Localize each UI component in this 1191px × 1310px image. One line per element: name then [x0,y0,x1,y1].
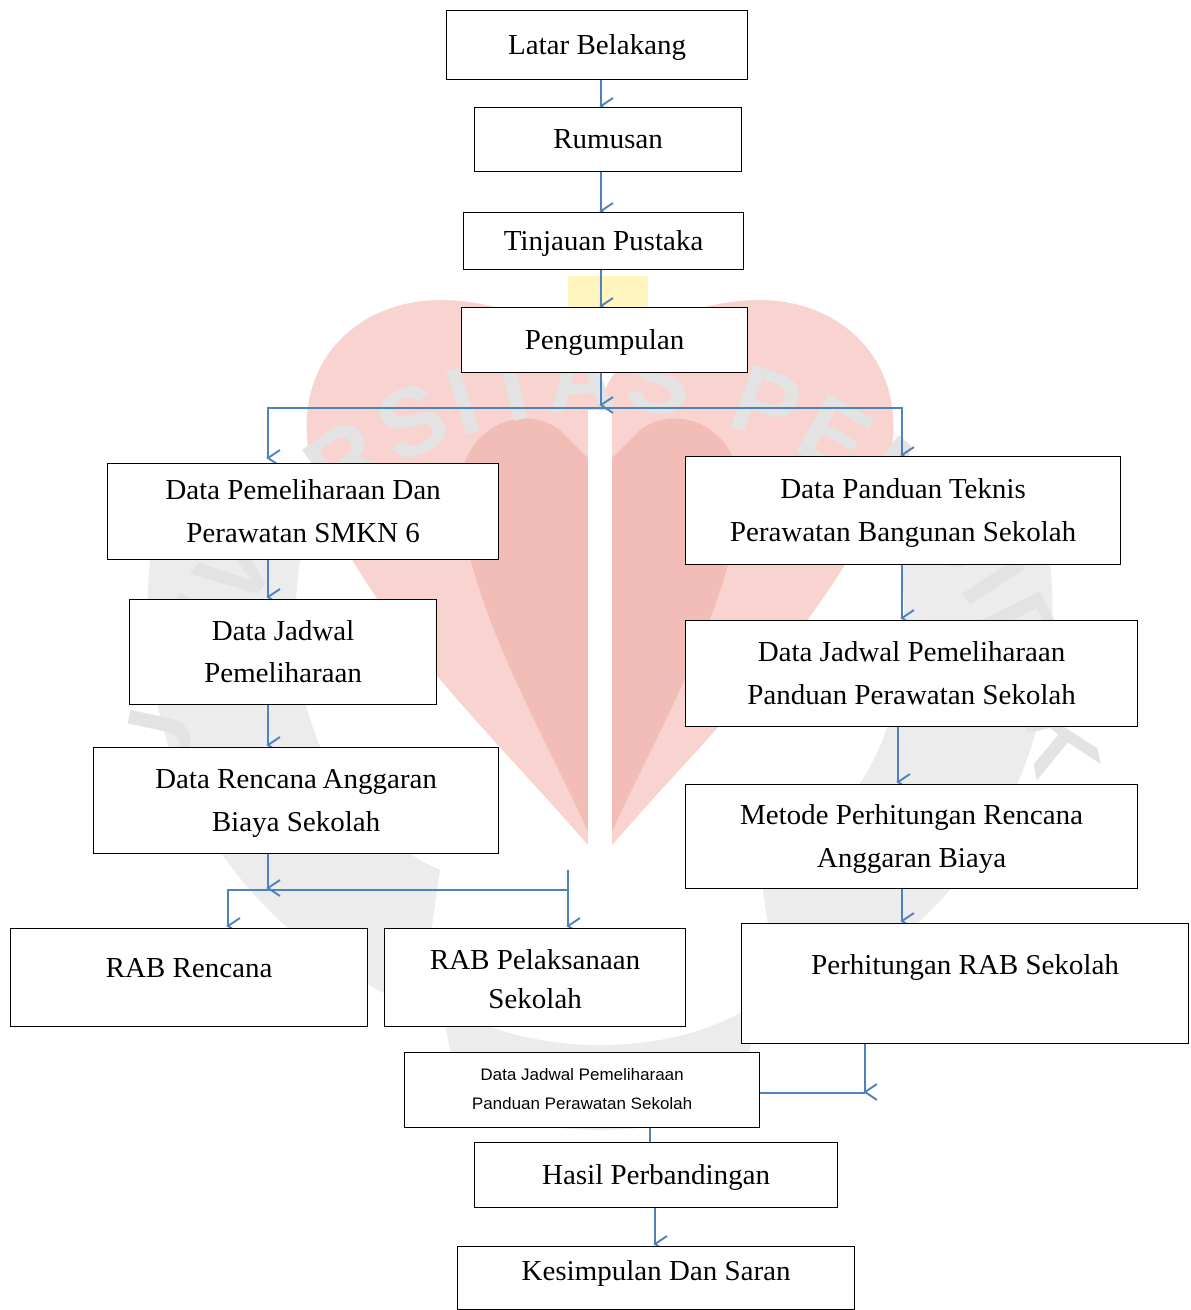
node-tinjauan-pustaka-label: Tinjauan Pustaka [503,224,704,257]
node-rab-pelaksanaan-label: RAB Pelaksanaan Sekolah [429,944,641,1016]
node-data-jadwal-panduan-label: Data Jadwal Pemeliharaan Panduan Perawat… [747,636,1076,711]
node-hasil-perbandingan: Hasil Perbandingan [474,1142,838,1208]
node-metode-perhitungan: Metode Perhitungan Rencana Anggaran Biay… [685,784,1138,889]
node-metode-perhitungan-label: Metode Perhitungan Rencana Anggaran Biay… [739,799,1084,874]
node-rumusan: Rumusan [474,107,742,172]
node-latar-belakang-label: Latar Belakang [508,28,686,61]
node-perhitungan-rab: Perhitungan RAB Sekolah [741,923,1189,1044]
node-rumusan-label: Rumusan [553,123,663,156]
node-data-pemeliharaan-smkn6-label: Data Pemeliharaan Dan Perawatan SMKN 6 [165,474,441,549]
node-data-rab-sekolah: Data Rencana Anggaran Biaya Sekolah [93,747,499,854]
node-data-jadwal-panduan-small-label: Data Jadwal Pemeliharaan Panduan Perawat… [471,1065,693,1113]
node-pengumpulan: Pengumpulan [461,307,748,373]
node-data-pemeliharaan-smkn6: Data Pemeliharaan Dan Perawatan SMKN 6 [107,463,499,560]
node-rab-rencana-label: RAB Rencana [105,952,273,984]
node-data-jadwal-pemeliharaan-label: Data Jadwal Pemeliharaan [204,614,362,689]
branch-line-bottom [227,889,569,924]
node-data-jadwal-panduan-small: Data Jadwal Pemeliharaan Panduan Perawat… [404,1052,760,1128]
node-data-panduan-teknis: Data Panduan Teknis Perawatan Bangunan S… [685,456,1121,565]
node-hasil-perbandingan-label: Hasil Perbandingan [542,1158,770,1191]
node-kesimpulan-saran: Kesimpulan Dan Saran [457,1246,855,1310]
node-pengumpulan-label: Pengumpulan [524,323,685,356]
node-rab-rencana: RAB Rencana [10,928,368,1027]
node-rab-pelaksanaan: RAB Pelaksanaan Sekolah [384,928,686,1027]
node-data-rab-sekolah-label: Data Rencana Anggaran Biaya Sekolah [155,763,437,838]
node-data-jadwal-panduan: Data Jadwal Pemeliharaan Panduan Perawat… [685,620,1138,727]
node-latar-belakang: Latar Belakang [446,10,748,80]
node-data-panduan-teknis-label: Data Panduan Teknis Perawatan Bangunan S… [729,473,1077,548]
node-tinjauan-pustaka: Tinjauan Pustaka [463,212,744,270]
watermark-stem [588,410,612,890]
node-perhitungan-rab-label: Perhitungan RAB Sekolah [811,949,1119,981]
branch-line-top [267,407,903,455]
node-data-jadwal-pemeliharaan: Data Jadwal Pemeliharaan [129,599,437,705]
node-kesimpulan-saran-label: Kesimpulan Dan Saran [521,1254,791,1287]
